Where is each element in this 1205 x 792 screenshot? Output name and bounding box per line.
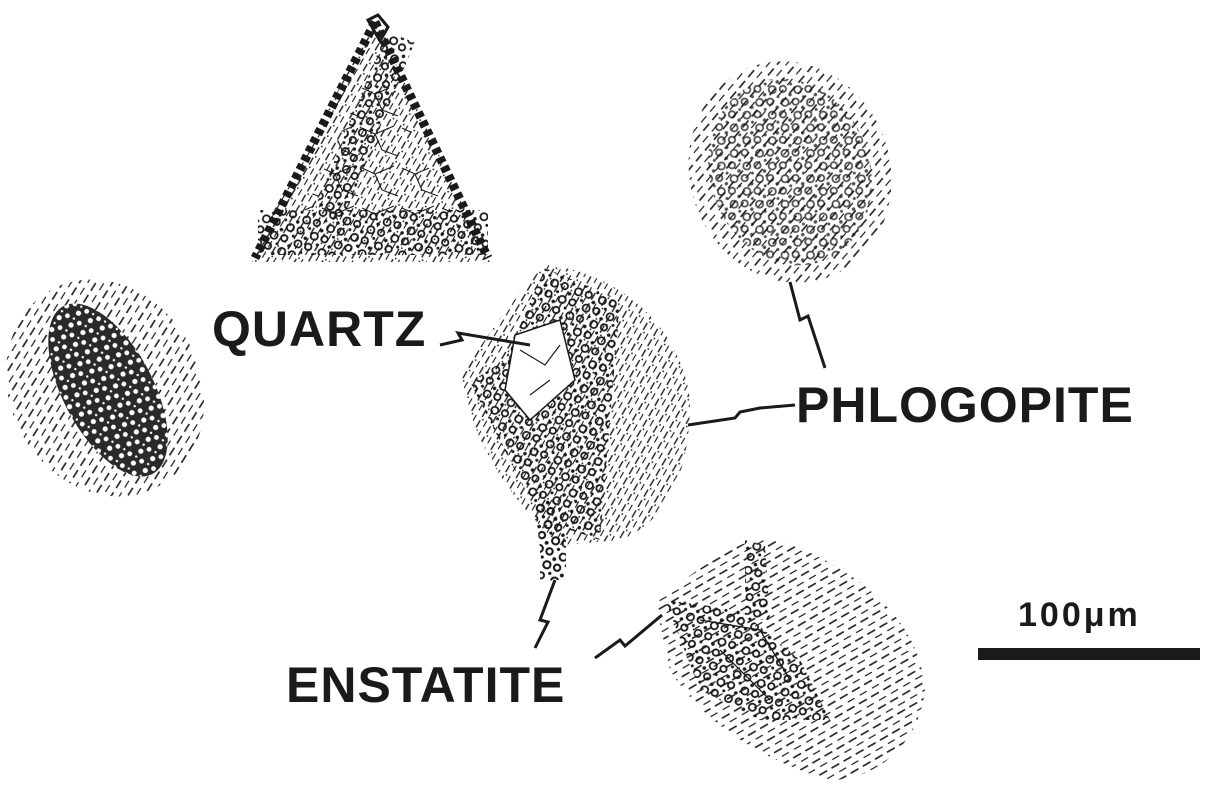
label-quartz: QUARTZ [212, 300, 426, 358]
scale-bar-label: 100μm [1018, 596, 1141, 635]
scale-bar [978, 648, 1200, 660]
grain-top-triangle [248, 15, 490, 262]
grain-bottom-right [655, 538, 925, 780]
leader-enstatite-center [535, 580, 555, 648]
leader-phlogopite-top [790, 282, 825, 368]
label-enstatite: ENSTATITE [286, 656, 565, 714]
grain-left [0, 245, 241, 532]
grain-top-right [658, 33, 923, 312]
leader-phlogopite-center [688, 405, 795, 425]
grain-center [462, 265, 690, 580]
leader-enstatite-right [595, 615, 662, 658]
label-phlogopite: PHLOGOPITE [796, 376, 1134, 434]
